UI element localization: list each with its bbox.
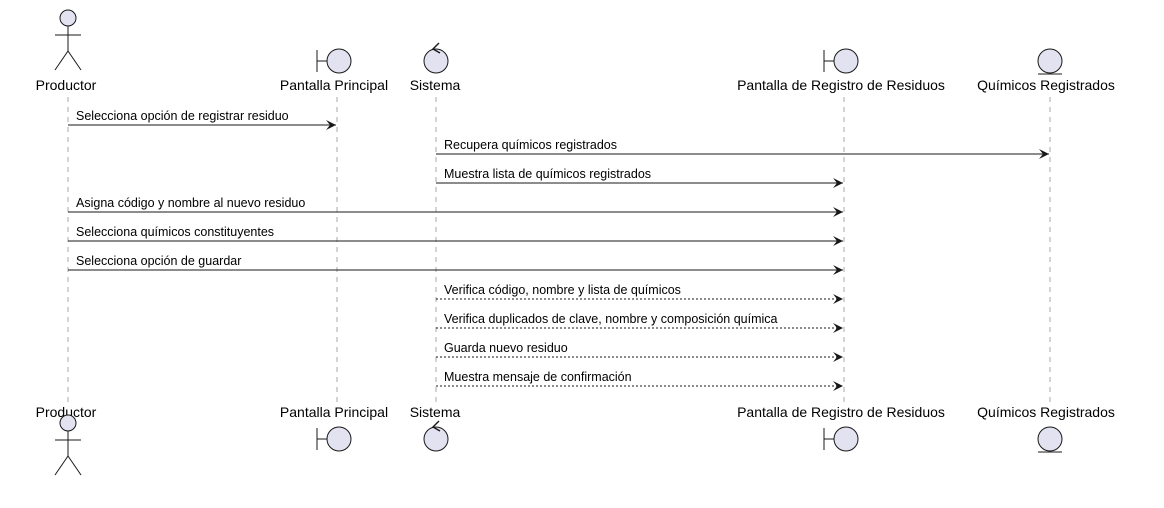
message: Guarda nuevo residuo <box>436 341 843 362</box>
actor-icon <box>54 414 82 476</box>
message-label: Selecciona opción de guardar <box>76 254 241 268</box>
boundary-icon <box>316 426 352 452</box>
message-label: Selecciona químicos constituyentes <box>76 225 274 239</box>
participant-label-pantalla_registro: Pantalla de Registro de Residuos <box>737 77 945 93</box>
boundary-icon <box>316 48 352 74</box>
control-icon <box>423 420 449 452</box>
participant-label-sistema: Sistema <box>410 77 461 93</box>
message-label: Selecciona opción de registrar residuo <box>76 109 289 123</box>
message: Asigna código y nombre al nuevo residuo <box>68 196 843 217</box>
participant-label-bottom-sistema: Sistema <box>410 404 461 420</box>
message: Verifica código, nombre y lista de quími… <box>436 283 843 304</box>
participant-label-productor: Productor <box>36 77 97 93</box>
message-label: Muestra mensaje de confirmación <box>444 370 632 384</box>
message: Muestra lista de químicos registrados <box>436 167 843 188</box>
control-icon <box>423 42 449 74</box>
message-label: Verifica duplicados de clave, nombre y c… <box>444 312 778 326</box>
participant-label-bottom-pantalla_registro: Pantalla de Registro de Residuos <box>737 404 945 420</box>
boundary-icon <box>823 426 859 452</box>
message: Recupera químicos registrados <box>436 138 1049 159</box>
actor-icon <box>54 9 82 71</box>
participant-label-pantalla_principal: Pantalla Principal <box>280 77 388 93</box>
boundary-icon <box>823 48 859 74</box>
message: Selecciona químicos constituyentes <box>68 225 843 246</box>
message: Selecciona opción de registrar residuo <box>68 109 336 130</box>
entity-icon <box>1037 48 1063 75</box>
participant-label-bottom-pantalla_principal: Pantalla Principal <box>280 404 388 420</box>
message-label: Verifica código, nombre y lista de quími… <box>444 283 681 297</box>
message: Verifica duplicados de clave, nombre y c… <box>436 312 843 333</box>
participant-label-bottom-quimicos: Químicos Registrados <box>977 404 1115 420</box>
message: Muestra mensaje de confirmación <box>436 370 843 391</box>
message-label: Guarda nuevo residuo <box>444 341 568 355</box>
entity-icon <box>1037 426 1063 453</box>
message-label: Asigna código y nombre al nuevo residuo <box>76 196 305 210</box>
participant-label-quimicos: Químicos Registrados <box>977 77 1115 93</box>
message: Selecciona opción de guardar <box>68 254 843 275</box>
message-label: Recupera químicos registrados <box>444 138 617 152</box>
message-label: Muestra lista de químicos registrados <box>444 167 651 181</box>
participant-label-bottom-productor: Productor <box>36 404 97 420</box>
